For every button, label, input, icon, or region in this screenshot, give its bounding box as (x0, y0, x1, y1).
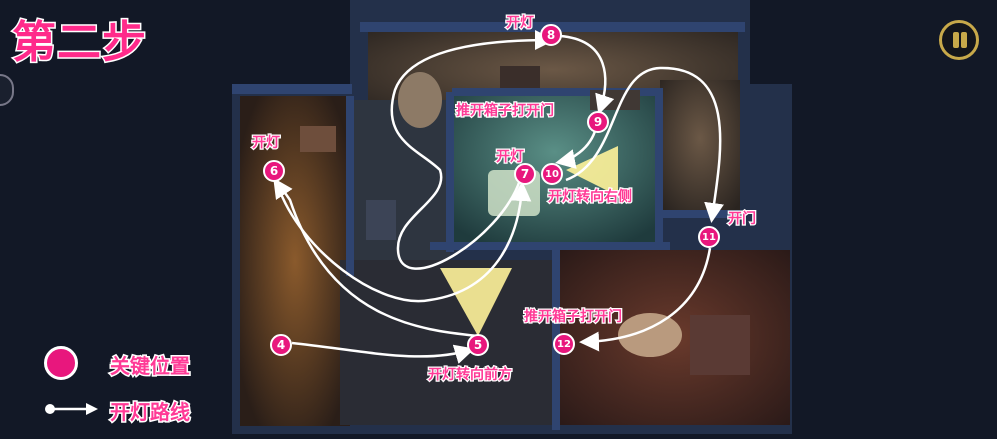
label-step-7: 开灯 (495, 148, 526, 167)
pause-icon[interactable] (939, 20, 979, 60)
label-step-10: 开灯转向右侧 (547, 188, 634, 207)
marker-11: 11 (698, 226, 720, 248)
marker-9: 9 (587, 111, 609, 133)
label-step-5: 开灯转向前方 (427, 366, 514, 385)
room-center-left (350, 100, 450, 270)
label-step-12: 推开箱子打开门 (523, 308, 624, 327)
marker-6: 6 (263, 160, 285, 182)
marker-10: 10 (541, 163, 563, 185)
legend-light-route: 开灯路线 (109, 399, 192, 426)
label-step-11: 开门 (727, 210, 758, 229)
step-title: 第二步 (11, 16, 148, 70)
marker-12: 12 (553, 333, 575, 355)
marker-8: 8 (540, 24, 562, 46)
light-cone-forward (440, 268, 512, 336)
room-right-top (660, 80, 740, 210)
label-step-9: 推开箱子打开门 (455, 102, 556, 121)
label-step-6: 开灯 (251, 134, 282, 153)
legend-route-arrow-icon (45, 403, 98, 415)
legend-key-position: 关键位置 (109, 353, 192, 380)
marker-4: 4 (270, 334, 292, 356)
label-step-8: 开灯 (505, 14, 536, 33)
marker-7: 7 (514, 163, 536, 185)
light-route (273, 30, 724, 364)
legend-key-dot (44, 346, 78, 380)
marker-5: 5 (467, 334, 489, 356)
room-bottom-center (340, 260, 555, 425)
light-cone-right (566, 146, 618, 196)
